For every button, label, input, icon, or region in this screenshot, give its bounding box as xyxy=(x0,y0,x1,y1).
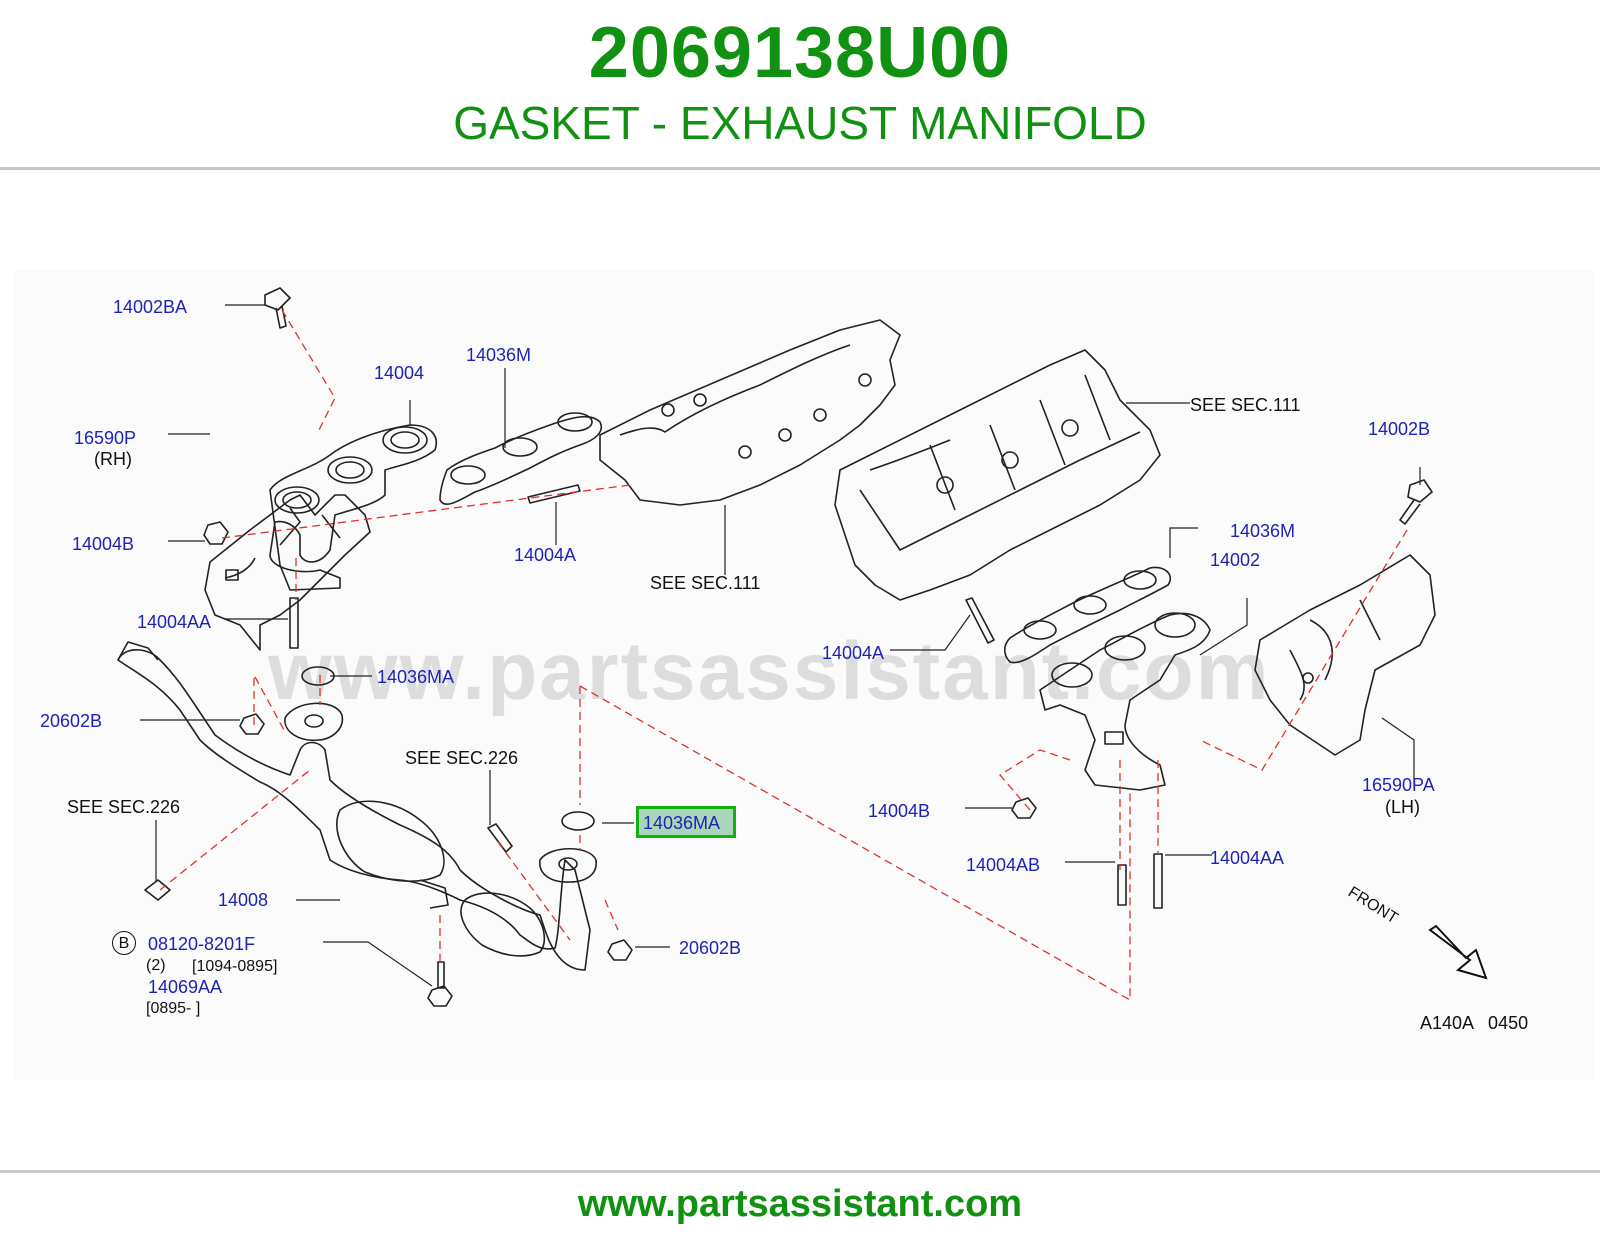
pipe-flange-lower xyxy=(539,848,597,883)
watermark-text: www.partsassistant.com xyxy=(268,626,1271,717)
label-see-sec226-mid: SEE SEC.226 xyxy=(405,748,519,768)
stud-14004aa-left xyxy=(289,597,299,649)
label-14004ab[interactable]: 14004AB xyxy=(966,855,1041,875)
label-20602b-left[interactable]: 20602B xyxy=(40,711,103,731)
exhaust-flange-upper xyxy=(284,702,344,742)
footer-divider xyxy=(0,1170,1600,1173)
diagram-code: A140A 0450 xyxy=(1420,1013,1529,1033)
cylinder-head-rh xyxy=(599,319,901,506)
label-14004aa-left[interactable]: 14004AA xyxy=(137,612,212,632)
bolt-14002ba xyxy=(264,287,291,329)
exhaust-manifold-lh xyxy=(1039,612,1211,791)
stud-14004aa-right xyxy=(1153,853,1163,909)
label-14004a-rh[interactable]: 14004A xyxy=(514,545,577,565)
gasket-lh xyxy=(1003,566,1172,664)
label-14036ma-highlighted[interactable]: 14036MA xyxy=(643,813,721,833)
label-lh: (LH) xyxy=(1385,797,1420,817)
label-14004-rh[interactable]: 14004 xyxy=(374,363,425,383)
label-see-sec111-left: SEE SEC.111 xyxy=(650,573,761,593)
label-16590pa[interactable]: 16590PA xyxy=(1362,775,1435,795)
o2-sensor-mid xyxy=(487,823,513,853)
catalyst-upper xyxy=(336,800,445,882)
label-14069aa[interactable]: 14069AA xyxy=(148,977,223,997)
parts-diagram: www.partsassistant.com xyxy=(0,170,1600,1170)
heat-shield-lh xyxy=(1254,554,1436,756)
label-rh: (RH) xyxy=(94,449,132,469)
label-14036m-rh[interactable]: 14036M xyxy=(466,345,532,365)
o2-sensor-left xyxy=(144,879,171,901)
part-number-title: 2069138U00 xyxy=(588,13,1012,93)
label-14004aa-right[interactable]: 14004AA xyxy=(1210,848,1285,868)
nut-20602b-right xyxy=(607,939,633,961)
header-divider xyxy=(0,167,1600,170)
label-range-1094-0895: [1094-0895] xyxy=(192,958,278,975)
label-16590p[interactable]: 16590P xyxy=(74,428,137,448)
label-14004b-rh[interactable]: 14004B xyxy=(72,534,135,554)
label-14004b-lh[interactable]: 14004B xyxy=(868,801,931,821)
label-14002b[interactable]: 14002B xyxy=(1368,419,1431,439)
nut-14004b-lh xyxy=(1011,797,1037,819)
gasket-ring-highlighted xyxy=(561,811,595,831)
part-name-subtitle: GASKET - EXHAUST MANIFOLD xyxy=(453,97,1147,149)
exhaust-manifold-rh xyxy=(269,424,437,591)
label-see-sec226-left: SEE SEC.226 xyxy=(67,797,181,817)
label-14002ba[interactable]: 14002BA xyxy=(113,297,188,317)
label-14036ma-upper[interactable]: 14036MA xyxy=(377,667,455,687)
gasket-rh xyxy=(439,415,602,505)
nut-14004b-rh xyxy=(203,521,229,545)
front-pipe-14008 xyxy=(117,649,591,971)
diagram-drawing xyxy=(117,287,1488,1007)
label-14036m-lh[interactable]: 14036M xyxy=(1230,521,1296,541)
diagram-background xyxy=(14,270,1594,1080)
label-qty-2: (2) xyxy=(146,957,166,974)
page-header: 2069138U00 GASKET - EXHAUST MANIFOLD xyxy=(0,0,1600,168)
bolt-14002b xyxy=(1399,479,1433,525)
label-14008[interactable]: 14008 xyxy=(218,890,269,910)
gasket-ring-upper xyxy=(301,666,335,686)
label-20602b-right[interactable]: 20602B xyxy=(679,938,742,958)
cylinder-head-lh xyxy=(834,349,1161,601)
bolt-marker-b: B xyxy=(112,931,136,955)
heat-shield-rh xyxy=(204,494,371,651)
catalyst-lower xyxy=(460,892,546,957)
highlight-box xyxy=(636,806,736,838)
label-range-0895: [0895- ] xyxy=(146,1000,201,1017)
front-arrow-icon xyxy=(1428,924,1488,980)
footer-website-link[interactable]: www.partsassistant.com xyxy=(577,1183,1023,1225)
stud-14004ab xyxy=(1117,864,1127,906)
label-see-sec111-right: SEE SEC.111 xyxy=(1190,395,1301,415)
nut-20602b-left xyxy=(239,713,265,735)
bolt-14069aa xyxy=(427,961,453,1007)
label-14002[interactable]: 14002 xyxy=(1210,550,1261,570)
label-14004a-lh[interactable]: 14004A xyxy=(822,643,885,663)
label-08120-8201f[interactable]: 08120-8201F xyxy=(148,934,256,954)
